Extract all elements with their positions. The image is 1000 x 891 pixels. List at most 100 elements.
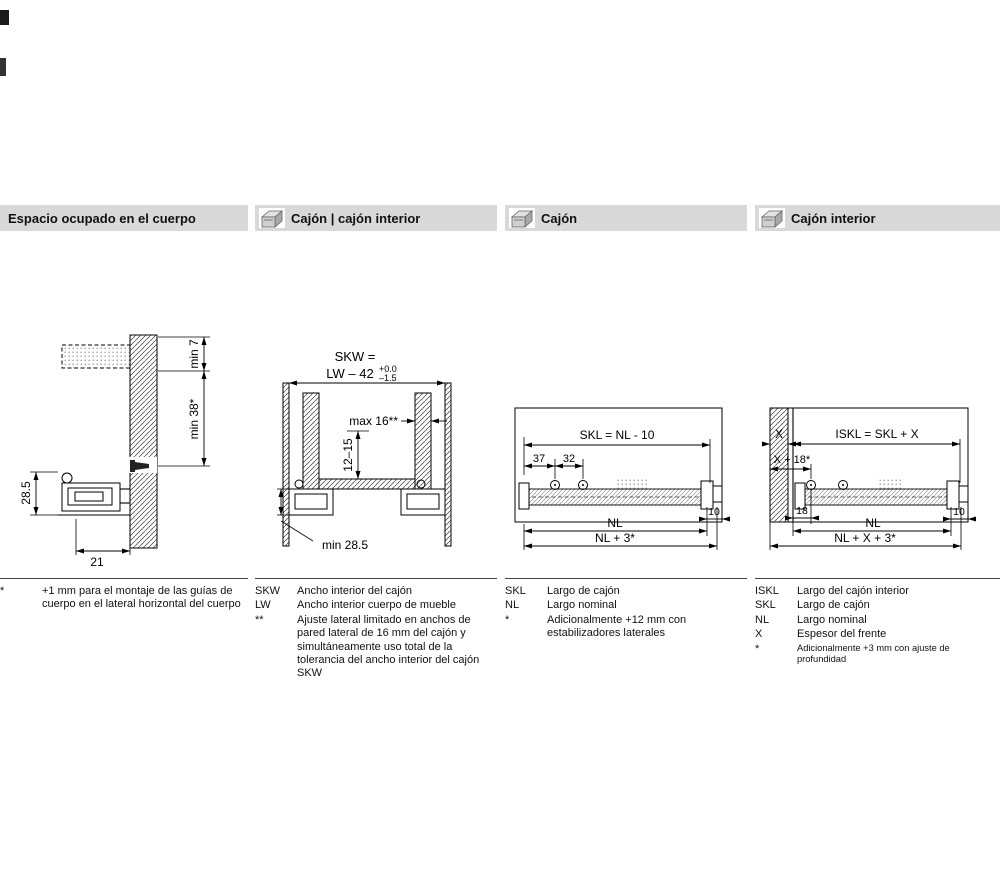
cabinet-side-panel xyxy=(129,334,158,549)
header-cajon: Cajón xyxy=(505,205,747,231)
legend-def: Largo del cajón interior xyxy=(797,585,909,597)
header-title: Cajón | cajón interior xyxy=(291,210,421,226)
runner-profile xyxy=(58,472,130,516)
legend-term: SKL xyxy=(505,585,526,597)
legend-def: Ancho interior del cajón xyxy=(297,585,412,597)
dimension-skl: SKL = NL - 10 xyxy=(523,428,711,483)
runner-rail xyxy=(794,480,969,510)
dimension-nl: NL NL + 3* xyxy=(523,507,718,550)
legend-term: ** xyxy=(255,613,264,626)
header-espacio: Espacio ocupado en el cuerpo xyxy=(0,205,248,231)
legend-row: SKL Largo de cajón xyxy=(505,585,747,598)
header-title: Cajón interior xyxy=(791,210,876,226)
dim-label-max16: max 16** xyxy=(349,414,398,428)
legend-term: SKW xyxy=(255,585,281,597)
fixing-holes xyxy=(806,477,903,490)
front-panel xyxy=(769,407,789,523)
dim-label-nl: NL xyxy=(607,516,623,530)
cabinet-horizontal-panel xyxy=(61,344,131,369)
dim-label-min28-5: min 28.5 xyxy=(322,538,368,552)
header-title: Espacio ocupado en el cuerpo xyxy=(8,210,196,226)
column-cajon-cajon-interior: Cajón | cajón interior SKW = LW – 42 +0.… xyxy=(255,205,497,682)
dim-label-10: 10 xyxy=(953,506,965,518)
legend-row: ** Ajuste lateral limitado en anchos de … xyxy=(255,614,497,681)
dim-label-nl: NL xyxy=(865,516,881,530)
dim-label-tolerance-plus: +0.0 xyxy=(379,364,397,374)
legend-cajon: SKL Largo de cajón NL Largo nominal * Ad… xyxy=(505,578,747,641)
dimension-28-5: 28.5 xyxy=(19,471,58,516)
legend-row: * +1 mm para el montaje de las guías de … xyxy=(0,585,248,612)
dimension-10: 10 xyxy=(943,506,976,536)
legend-term: ISKL xyxy=(755,585,779,597)
dim-label-37: 37 xyxy=(533,453,545,465)
legend-term: * xyxy=(0,585,5,597)
dimension-21: 21 xyxy=(75,519,131,569)
header-title: Cajón xyxy=(541,210,578,226)
header-cajon-interior-combo: Cajón | cajón interior xyxy=(255,205,497,231)
cabinet-wall-right xyxy=(444,382,452,547)
legend-term: NL xyxy=(755,613,770,626)
legend-def: Espesor del frente xyxy=(797,628,887,641)
dimension-10: 10 xyxy=(699,506,730,536)
drawer-icon xyxy=(509,208,535,228)
legend-term: LW xyxy=(255,599,271,612)
dim-label-tolerance-minus: –1.5 xyxy=(379,373,397,383)
dim-label-skl: SKL = NL - 10 xyxy=(580,428,655,442)
legend-row: SKL Largo de cajón xyxy=(755,599,1000,612)
legend-def: Ancho interior cuerpo de mueble xyxy=(297,599,456,612)
legend-term: NL xyxy=(505,599,520,612)
print-mark xyxy=(0,10,9,25)
dim-label-iskl: ISKL = SKL + X xyxy=(835,427,918,441)
legend-term: SKL xyxy=(755,599,776,612)
dim-label-nlx3: NL + X + 3* xyxy=(834,531,896,545)
dimension-37-32: 37 32 xyxy=(524,453,584,479)
legend-term: * xyxy=(755,642,760,655)
legend-def: Adicionalmente +12 mm con estabilizadore… xyxy=(547,613,687,640)
dim-label-32: 32 xyxy=(563,453,575,465)
diagram-cajon-lateral: SKL = NL - 10 37 32 10 xyxy=(514,407,730,550)
dim-label-x18: X + 18* xyxy=(774,454,811,466)
drawer-bottom-panel xyxy=(318,478,416,490)
legend-def: +1 mm para el montaje de las guías de cu… xyxy=(42,585,241,611)
legend-row: * Adicionalmente +12 mm con estabilizado… xyxy=(505,614,747,641)
dimension-12-15: 12–15 xyxy=(341,430,369,479)
dimension-lw: SKW = LW – 42 +0.0 –1.5 xyxy=(289,349,445,386)
dimension-nl: NL NL + X + 3* xyxy=(769,507,962,550)
drawer-wall-right xyxy=(414,392,432,490)
legend-row: NL Largo nominal xyxy=(505,599,747,612)
column-espacio-cuerpo: Espacio ocupado en el cuerpo xyxy=(0,205,248,613)
column-cajon: Cajón xyxy=(505,205,747,642)
legend-espacio: * +1 mm para el montaje de las guías de … xyxy=(0,578,248,612)
legend-row: X Espesor del frente xyxy=(755,628,1000,641)
diagram-cajon-seccion: SKW = LW – 42 +0.0 –1.5 xyxy=(277,349,452,552)
legend-def: Ajuste lateral limitado en anchos de par… xyxy=(297,613,480,680)
legend-def: Adicionalmente +3 mm con ajuste de profu… xyxy=(797,642,950,664)
dimension-min28-5: min 28.5 xyxy=(277,488,368,552)
legend-row: * Adicionalmente +3 mm con ajuste de pro… xyxy=(755,643,1000,666)
dim-label-12-15: 12–15 xyxy=(341,438,355,472)
drawer-icon xyxy=(259,208,285,228)
print-mark xyxy=(0,58,6,76)
screw-icon xyxy=(129,457,157,473)
dim-label-min7: min 7 xyxy=(187,339,201,369)
runner-rail xyxy=(518,480,723,510)
legend-cajon-interior-combo: SKW Ancho interior del cajón LW Ancho in… xyxy=(255,578,497,681)
dimension-max16: max 16** xyxy=(349,413,447,428)
runner-left xyxy=(288,479,334,516)
header-cajon-interior: Cajón interior xyxy=(755,205,1000,231)
legend-def: Largo de cajón xyxy=(797,599,870,612)
legend-row: NL Largo nominal xyxy=(755,614,1000,627)
drawer-icon xyxy=(759,208,785,228)
legend-row: LW Ancho interior cuerpo de mueble xyxy=(255,599,497,612)
legend-cajon-interior: ISKL Largo del cajón interior SKL Largo … xyxy=(755,578,1000,665)
dim-label-21: 21 xyxy=(90,555,104,569)
diagram-espacio-cuerpo: min 7 min 38* 28.5 21 xyxy=(19,334,210,569)
runner-right xyxy=(400,479,446,516)
legend-row: ISKL Largo del cajón interior xyxy=(755,585,1000,598)
dim-label-nl3: NL + 3* xyxy=(595,531,635,545)
fixing-holes xyxy=(550,477,647,490)
dimension-min7-min38: min 7 min 38* xyxy=(158,336,210,467)
dimension-x18: X + 18* xyxy=(770,454,812,479)
dim-label-lw: LW – 42 xyxy=(326,366,373,381)
